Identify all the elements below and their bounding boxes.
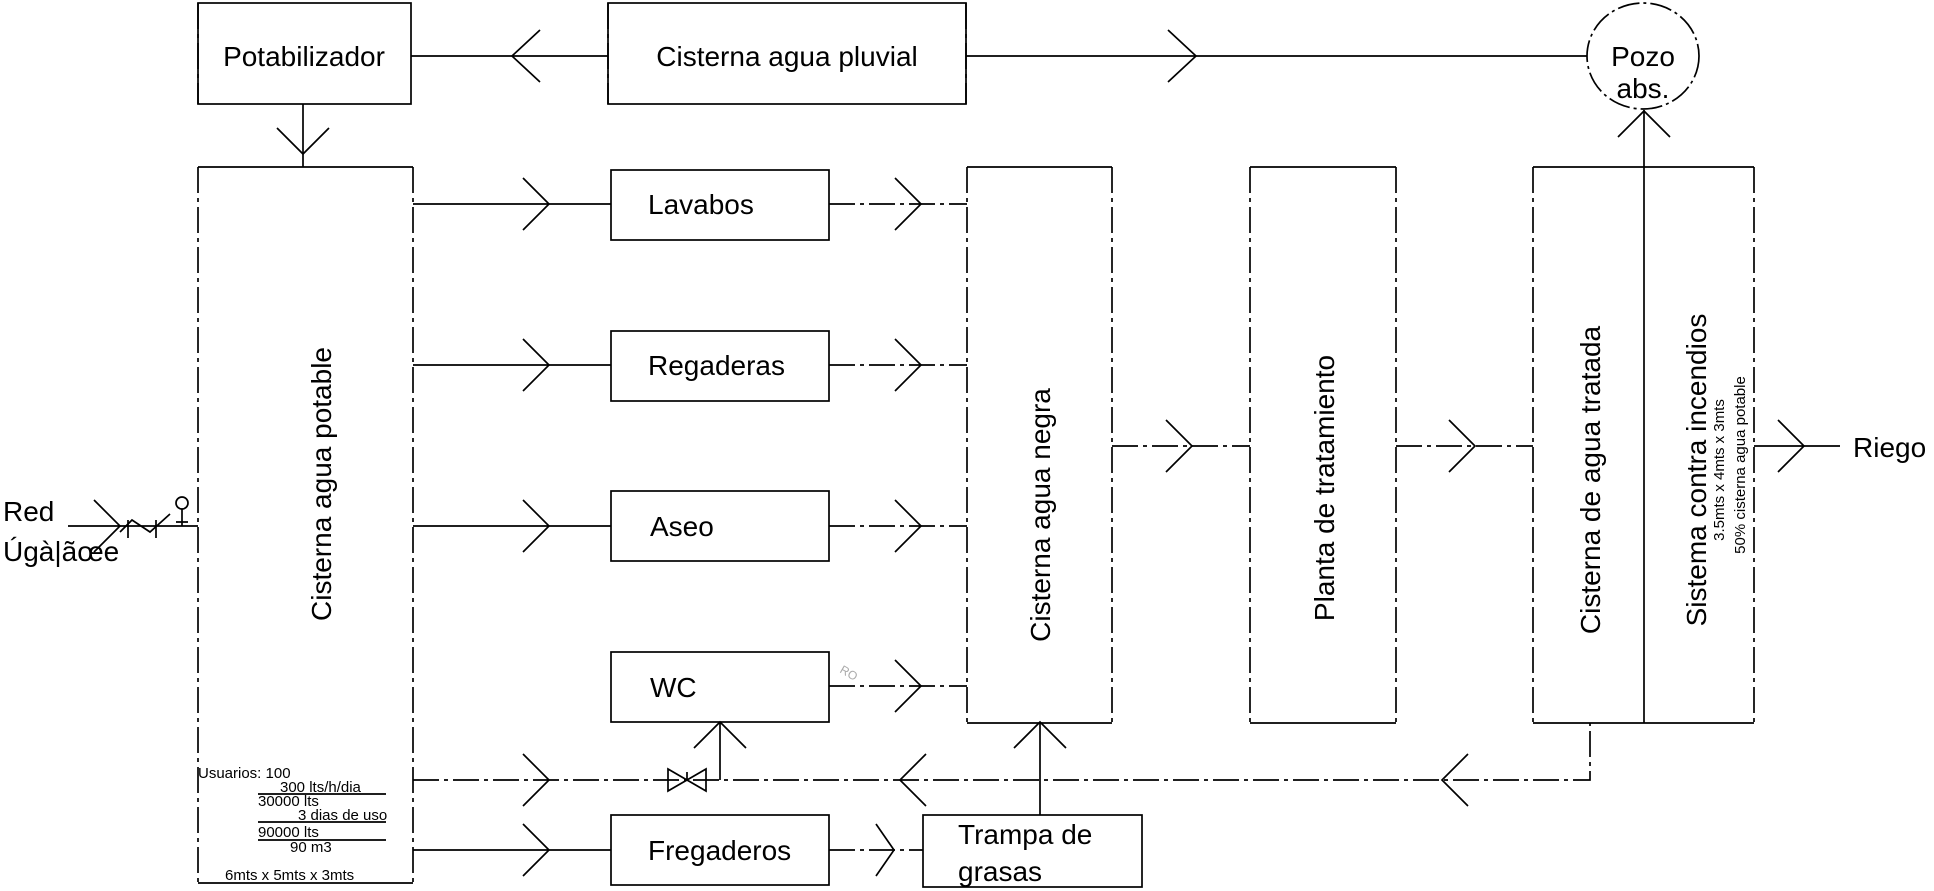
- calc-usuarios: Usuarios: 100: [198, 765, 291, 782]
- cisterna-negra-label: Cisterna agua negra: [1025, 388, 1056, 642]
- fregaderos-label: Fregaderos: [648, 835, 791, 866]
- cisterna-potable-label: Cisterna agua potable: [306, 347, 337, 621]
- incendios-dims: 3.5mts x 4mts x 3mts: [1711, 399, 1728, 541]
- calc-consumo: 300 lts/h/dia: [280, 779, 362, 796]
- trampa-grasas-box: [922, 814, 1143, 888]
- red-label-line1: Red: [3, 496, 54, 527]
- lavabos-box: [610, 169, 830, 241]
- riego-label: Riego: [1853, 432, 1926, 463]
- wc-mark: RO: [838, 662, 861, 683]
- calc-dims: 6mts x 5mts x 3mts: [225, 867, 354, 884]
- incendios-title: Sistema contra incendios: [1681, 314, 1712, 627]
- calc-total-dia: 30000 lts: [258, 793, 319, 810]
- trampa-label-line2: grasas: [958, 856, 1042, 887]
- wc-label: WC: [650, 672, 697, 703]
- potabilizador-label: Potabilizador: [223, 41, 385, 72]
- aseo-box: [610, 490, 830, 562]
- pozo-label-line1: Pozo: [1611, 41, 1675, 72]
- regaderas-box: [610, 330, 830, 402]
- aseo-label: Aseo: [650, 511, 714, 542]
- incendios-note: 50% cisterna agua potable: [1732, 376, 1749, 554]
- calc-total: 90000 lts: [258, 824, 319, 841]
- trampa-label-line1: Trampa de: [958, 819, 1092, 850]
- regaderas-label: Regaderas: [648, 350, 785, 381]
- red-label-line2: Úgà|ãœe: [3, 536, 119, 567]
- cisterna-pluvial-label: Cisterna agua pluvial: [656, 41, 918, 72]
- pozo-label-line2: abs.: [1617, 73, 1670, 104]
- lavabos-label: Lavabos: [648, 189, 754, 220]
- calc-m3: 90 m3: [290, 839, 332, 856]
- wc-box: [610, 651, 830, 723]
- planta-tratamiento-label: Planta de tratamiento: [1309, 355, 1340, 621]
- cisterna-tratada-label: Cisterna de agua tratada: [1575, 325, 1606, 634]
- calc-dias: 3 dias de uso: [298, 807, 387, 824]
